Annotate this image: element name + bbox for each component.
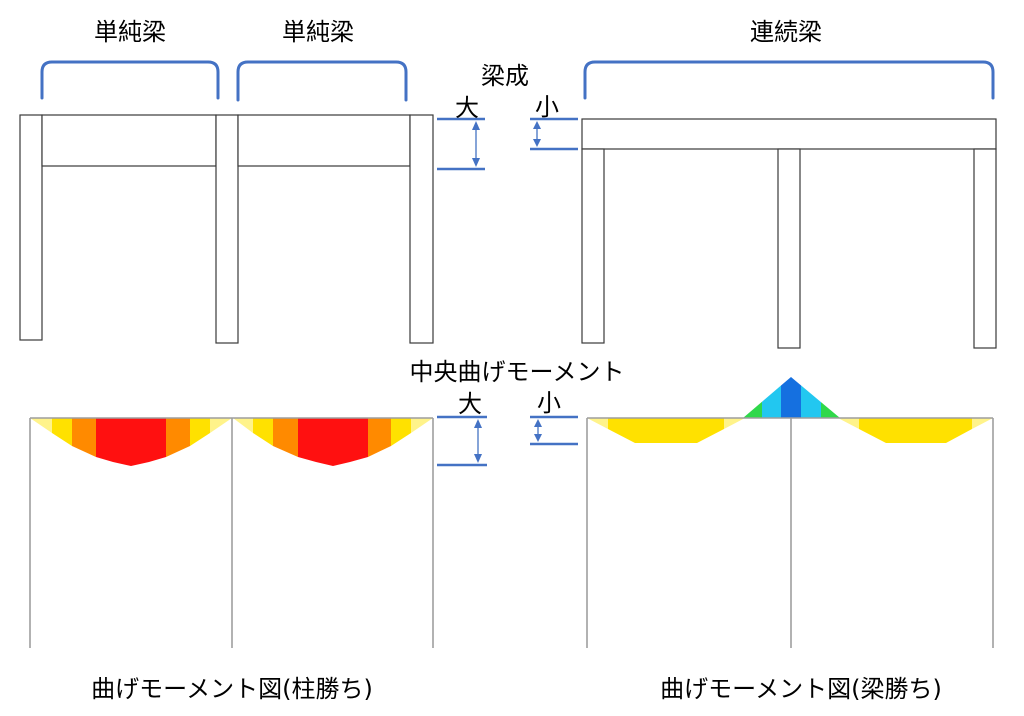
moment-cspan1-pale-right bbox=[724, 418, 745, 429]
moment-frame-lines-right bbox=[586, 417, 994, 648]
moment-small-arrowhead-top bbox=[534, 419, 542, 427]
depth-large-arrowhead-top bbox=[472, 121, 480, 130]
moment-large-arrowhead-top bbox=[474, 419, 482, 428]
moment-small-arrowhead-bottom bbox=[534, 434, 542, 442]
depth-small-arrowhead-bottom bbox=[533, 139, 541, 147]
moment-cspan1-pale-left bbox=[587, 418, 608, 429]
moment-span2-orange-right bbox=[368, 418, 391, 457]
moment-continuous-span-2 bbox=[838, 418, 993, 443]
continuous-beam-label: 連続梁 bbox=[750, 18, 822, 46]
simple-beam-label-1: 単純梁 bbox=[94, 18, 166, 46]
central-moment-small-label: 小 bbox=[537, 389, 561, 417]
moment-span1-orange-right bbox=[166, 418, 190, 457]
moment-negative-green-right bbox=[821, 402, 840, 418]
caption-beam-governed: 曲げモーメント図(梁勝ち) bbox=[660, 675, 942, 703]
moment-diagram-column-governed bbox=[29, 417, 434, 648]
moment-span1-yellow-right bbox=[190, 418, 210, 446]
simple-frame-column-middle bbox=[215, 114, 239, 344]
beam-depth-markers: 梁成 大 小 bbox=[437, 62, 578, 171]
simple-frame-beam-1 bbox=[41, 114, 217, 167]
continuous-frame-column-left bbox=[581, 148, 605, 344]
continuous-frame-column-right bbox=[973, 148, 997, 349]
moment-diagram-beam-governed bbox=[586, 377, 994, 648]
moment-span2-red-center bbox=[298, 418, 368, 466]
continuous-frame-beam bbox=[581, 118, 997, 150]
moment-cspan2-yellow bbox=[859, 418, 972, 443]
moment-span-2 bbox=[233, 418, 433, 466]
continuous-beam-frame bbox=[581, 118, 997, 349]
bracket-simple-beam-1 bbox=[40, 60, 220, 100]
moment-cspan2-pale-left bbox=[838, 418, 859, 429]
moment-span1-orange-left bbox=[72, 418, 96, 457]
moment-negative-blue-center bbox=[781, 377, 801, 418]
simple-beam-frame bbox=[19, 114, 434, 344]
central-moment-title: 中央曲げモーメント bbox=[409, 358, 624, 386]
moment-large-arrowhead-bottom bbox=[474, 454, 482, 463]
depth-large-dimension bbox=[437, 117, 485, 171]
depth-small-dimension bbox=[530, 117, 578, 151]
moment-cspan2-pale-right bbox=[972, 418, 993, 429]
simple-frame-beam-2 bbox=[237, 114, 411, 167]
central-moment-markers: 中央曲げモーメント 大 小 bbox=[409, 358, 625, 467]
moment-continuous-span-1 bbox=[587, 418, 745, 443]
beam-depth-large-label: 大 bbox=[455, 94, 479, 122]
simple-frame-column-left bbox=[19, 114, 43, 341]
bracket-continuous-beam bbox=[583, 60, 995, 100]
moment-span2-yellow-left bbox=[253, 418, 273, 446]
depth-small-arrowhead-top bbox=[533, 121, 541, 129]
moment-negative-support bbox=[743, 377, 840, 418]
central-moment-large-label: 大 bbox=[458, 390, 482, 418]
moment-span2-pale-left bbox=[233, 418, 253, 433]
beam-depth-small-label: 小 bbox=[535, 93, 559, 121]
moment-frame-lines-left bbox=[29, 417, 434, 648]
caption-column-governed: 曲げモーメント図(柱勝ち) bbox=[91, 675, 373, 703]
moment-span1-pale-left bbox=[30, 418, 52, 433]
moment-span2-pale-right bbox=[411, 418, 433, 433]
brackets bbox=[40, 60, 995, 102]
continuous-frame-column-middle bbox=[777, 148, 801, 349]
moment-negative-cyan-right bbox=[801, 385, 821, 418]
depth-large-arrowhead-bottom bbox=[472, 158, 480, 167]
moment-negative-cyan-left bbox=[762, 385, 781, 418]
beam-depth-title: 梁成 bbox=[481, 62, 529, 90]
simple-beam-label-2: 単純梁 bbox=[282, 18, 354, 46]
bracket-simple-beam-2 bbox=[236, 60, 408, 102]
moment-cspan1-yellow bbox=[608, 418, 724, 443]
top-labels: 単純梁 単純梁 連続梁 bbox=[94, 18, 822, 46]
simple-frame-column-right bbox=[409, 114, 434, 344]
moment-large-dimension bbox=[437, 415, 487, 467]
moment-span-1 bbox=[30, 418, 232, 466]
moment-negative-green-left bbox=[743, 401, 762, 418]
moment-span1-yellow-left bbox=[52, 418, 72, 446]
captions: 曲げモーメント図(柱勝ち) 曲げモーメント図(梁勝ち) bbox=[91, 675, 942, 703]
moment-span1-pale-right bbox=[210, 418, 232, 433]
moment-span2-yellow-right bbox=[391, 418, 411, 446]
moment-small-dimension bbox=[530, 415, 578, 446]
moment-span2-orange-left bbox=[273, 418, 298, 457]
moment-span1-red-center bbox=[96, 418, 166, 466]
